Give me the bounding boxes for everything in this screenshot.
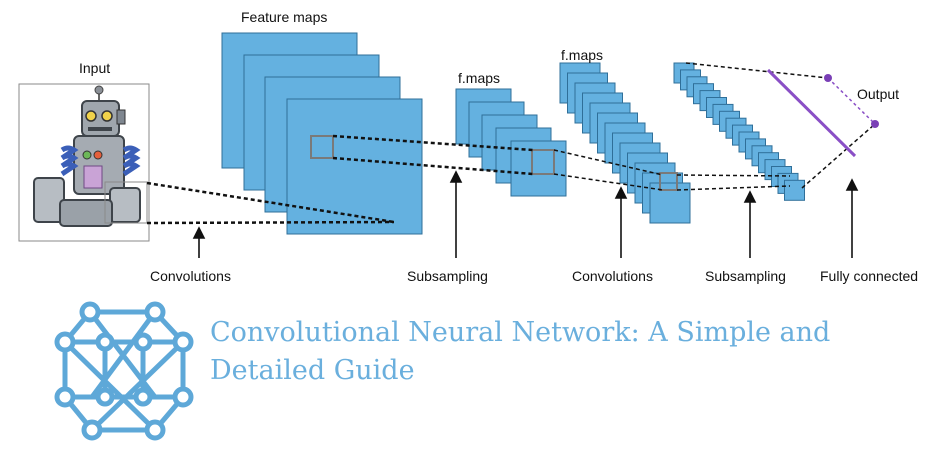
receptive-field-box	[659, 172, 678, 191]
output-label: Output	[857, 86, 900, 102]
fully-connected-layer	[766, 68, 879, 158]
feature-maps-label: Feature maps	[241, 9, 328, 25]
feature-maps-stack-1	[221, 32, 423, 235]
subsampling-label-2: Subsampling	[705, 268, 786, 284]
convolutions-label-2: Convolutions	[572, 268, 653, 284]
subsampling-label-1: Subsampling	[407, 268, 488, 284]
feature-maps-stack-2	[455, 88, 567, 197]
feature-maps-stack-4	[673, 62, 805, 201]
article-title[interactable]: Convolutional Neural Network: A Simple a…	[210, 314, 910, 390]
fmaps-label-2: f.maps	[458, 70, 501, 86]
feature-maps-stack-3	[559, 62, 691, 224]
fmaps-label-3: f.maps	[561, 47, 604, 63]
connection-lines	[146, 62, 876, 225]
article-title-line1: Convolutional Neural Network: A Simple a…	[210, 317, 831, 348]
input-image	[18, 83, 150, 242]
fully-connected-label: Fully connected	[820, 268, 919, 284]
stage-arrows	[192, 170, 859, 258]
convolutions-label-1: Convolutions	[150, 268, 231, 284]
article-title-line2: Detailed Guide	[210, 355, 415, 386]
feature-map	[784, 179, 805, 201]
input-label: Input	[79, 60, 111, 76]
cnn-logo	[54, 301, 194, 441]
